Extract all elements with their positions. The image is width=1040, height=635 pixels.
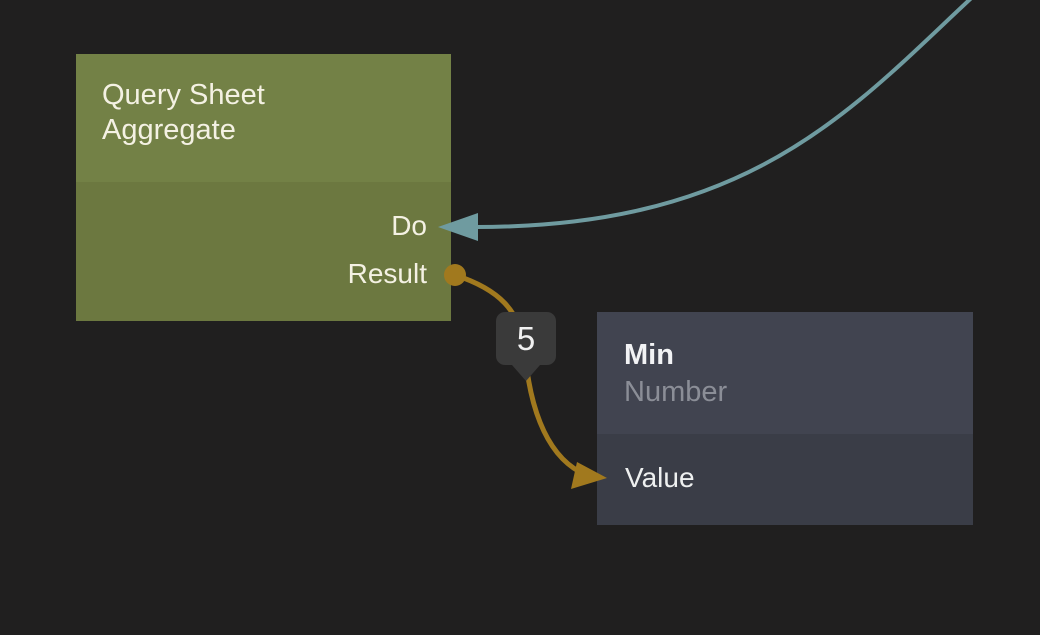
wire-value-badge: 5 xyxy=(496,312,556,381)
node-query-sheet-aggregate[interactable]: Query Sheet Aggregate Do Result xyxy=(76,54,451,321)
port-label: Result xyxy=(347,258,427,289)
node-body: Do Result xyxy=(76,182,451,321)
node-header: Query Sheet Aggregate xyxy=(76,54,451,182)
port-do[interactable]: Do xyxy=(76,202,451,250)
node-title: Query Sheet Aggregate xyxy=(102,79,265,146)
node-min[interactable]: Min Number Value xyxy=(597,312,973,525)
node-header: Min Number xyxy=(597,312,973,434)
port-result[interactable]: Result xyxy=(76,250,451,298)
port-value[interactable]: Value xyxy=(597,454,973,502)
badge-tail-icon xyxy=(512,365,540,381)
port-label: Value xyxy=(625,462,695,493)
wire-value-text: 5 xyxy=(516,319,536,357)
node-subtitle: Number xyxy=(624,376,728,408)
exec-wire[interactable] xyxy=(475,0,980,229)
node-title: Min xyxy=(624,339,674,371)
port-label: Do xyxy=(391,210,427,241)
node-body: Value xyxy=(597,434,973,525)
